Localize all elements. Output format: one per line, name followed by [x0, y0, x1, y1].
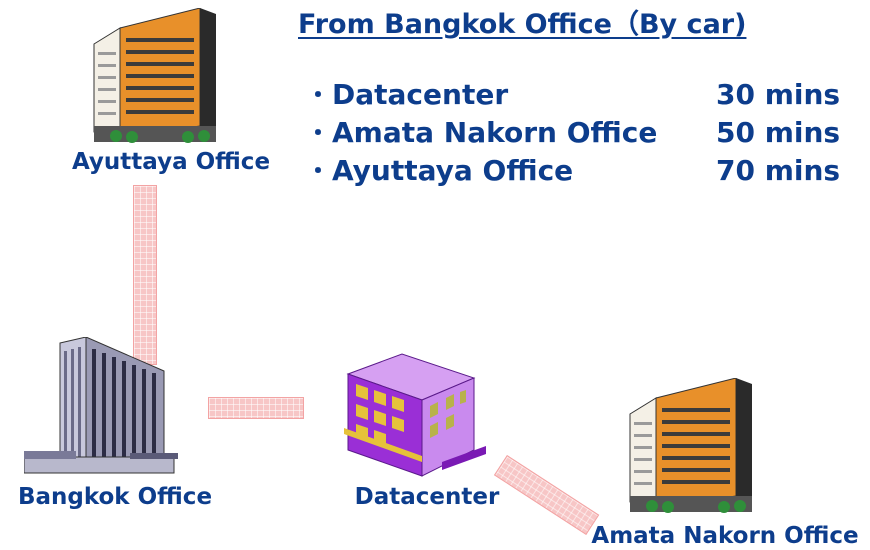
grey-highrise-building-icon — [24, 337, 178, 474]
orange-office-building-icon — [93, 8, 216, 143]
travel-time-list: ・ Datacenter 30 mins ・ Amata Nakorn Offi… — [306, 76, 856, 190]
destination-label: Datacenter — [332, 78, 509, 111]
node-label-datacenter: Datacenter — [354, 484, 500, 510]
node-label-amata: Amata Nakorn Office — [591, 523, 859, 549]
list-item: ・ Datacenter 30 mins — [306, 76, 856, 114]
orange-office-building-icon — [629, 378, 752, 513]
travel-time: 30 mins — [716, 78, 841, 111]
link-bangkok-datacenter — [208, 397, 304, 419]
diagram-title: From Bangkok Office（By car) — [298, 9, 747, 40]
purple-datacenter-building-icon — [344, 353, 486, 477]
bullet: ・ — [306, 119, 330, 147]
travel-time: 70 mins — [716, 154, 841, 187]
bullet: ・ — [306, 157, 330, 185]
destination-label: Amata Nakorn Office — [332, 116, 658, 149]
list-item: ・ Amata Nakorn Office 50 mins — [306, 114, 856, 152]
bullet: ・ — [306, 81, 330, 109]
travel-time: 50 mins — [716, 116, 841, 149]
link-bangkok-ayuttaya — [133, 185, 157, 365]
node-label-ayuttaya: Ayuttaya Office — [71, 149, 271, 175]
destination-label: Ayuttaya Office — [332, 154, 574, 187]
node-label-bangkok: Bangkok Office — [17, 484, 213, 510]
list-item: ・ Ayuttaya Office 70 mins — [306, 152, 856, 190]
